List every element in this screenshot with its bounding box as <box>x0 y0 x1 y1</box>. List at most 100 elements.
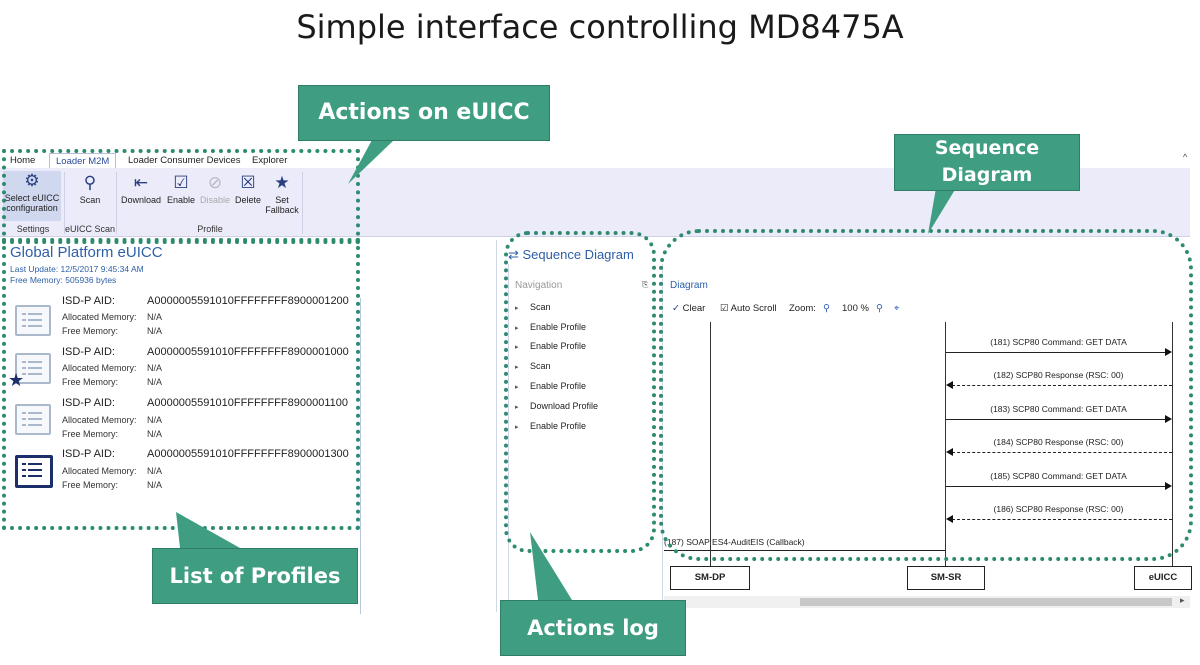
scan-button[interactable]: ⚲ Scan <box>72 173 108 205</box>
aid-label: ISD-P AID: <box>62 448 115 460</box>
allocated-memory-label: Allocated Memory: <box>62 466 137 476</box>
message-arrow <box>952 452 1172 453</box>
nav-item[interactable]: ▸Enable Profile <box>515 341 586 351</box>
disable-icon: ⊘ <box>207 173 223 192</box>
tab-explorer[interactable]: Explorer <box>252 155 288 166</box>
callout-actions-log: Actions log <box>500 600 686 656</box>
message-arrow <box>946 352 1166 353</box>
zoom-out-icon[interactable]: ⚲ <box>823 303 830 314</box>
free-memory-value: N/A <box>147 480 163 490</box>
nav-item[interactable]: ▸Enable Profile <box>515 381 586 391</box>
set-fallback-button[interactable]: ★ Set Fallback <box>264 173 300 215</box>
allocated-memory-label: Allocated Memory: <box>62 415 137 425</box>
expand-icon: ▸ <box>515 325 519 332</box>
zoom-label: Zoom: <box>789 303 816 314</box>
free-memory-value: N/A <box>147 377 163 387</box>
message-label: (181) SCP80 Command: GET DATA <box>990 337 1127 347</box>
clear-button[interactable]: ✓ Clear <box>672 303 705 314</box>
nav-item-label: Enable Profile <box>530 322 587 332</box>
allocated-memory-value: N/A <box>147 363 163 373</box>
collapse-ribbon-icon[interactable]: ^ <box>1183 152 1188 162</box>
enable-label: Enable <box>166 195 196 205</box>
enable-button[interactable]: ☑ Enable <box>165 173 197 205</box>
message-arrow <box>946 419 1166 420</box>
profile-icon-enabled[interactable] <box>15 455 53 488</box>
actor-euicc[interactable]: eUICC <box>1134 566 1192 590</box>
nav-item-label: Scan <box>530 361 551 371</box>
arrow-head-left <box>946 448 953 456</box>
group-separator <box>116 172 117 234</box>
message-label: (186) SCP80 Response (RSC: 00) <box>993 504 1124 514</box>
expand-icon: ▸ <box>515 384 519 391</box>
scroll-right-icon[interactable]: ▸ <box>1180 595 1185 605</box>
navigation-header: Navigation <box>515 280 563 291</box>
allocated-memory-value: N/A <box>147 466 163 476</box>
nav-item-label: Scan <box>530 302 551 312</box>
expand-icon: ▸ <box>515 305 519 312</box>
scan-label: Scan <box>79 195 101 205</box>
tab-home[interactable]: Home <box>10 155 36 166</box>
scrollbar-thumb[interactable] <box>800 598 1172 606</box>
panel-divider <box>360 298 361 614</box>
lifeline-euicc <box>1172 322 1173 566</box>
aid-value: A0000005591010FFFFFFFF8900001100 <box>147 397 348 409</box>
arrow-head-right <box>1165 482 1172 490</box>
tab-loader-m2m[interactable]: Loader M2M <box>49 153 117 169</box>
page-title: Simple interface controlling MD8475A <box>296 8 904 46</box>
aid-label: ISD-P AID: <box>62 397 115 409</box>
checkbox-icon: ☑ <box>173 173 189 192</box>
free-memory-label: Free Memory: <box>62 480 119 490</box>
group-separator <box>64 172 65 234</box>
message-arrow <box>952 385 1172 386</box>
actions-log-highlight <box>504 231 656 553</box>
nav-item[interactable]: ▸ Download Profile <box>515 401 598 411</box>
zoom-fit-icon[interactable]: ⌖ <box>894 303 900 314</box>
actions-highlight <box>2 149 360 244</box>
allocated-memory-value: N/A <box>147 415 163 425</box>
actor-sm-dp[interactable]: SM-DP <box>670 566 750 590</box>
arrow-head-right <box>1165 348 1172 356</box>
panel-border <box>496 240 497 612</box>
tab-loader-consumer-devices[interactable]: Loader Consumer Devices <box>128 155 241 166</box>
set-fallback-label: Set Fallback <box>265 195 299 215</box>
group-label-euicc-scan: eUICC Scan <box>64 224 116 234</box>
download-button[interactable]: ⇤ Download <box>119 173 163 205</box>
search-icon: ⚲ <box>83 173 97 192</box>
profile-icon[interactable] <box>15 353 51 384</box>
profile-icon[interactable] <box>15 305 51 336</box>
disable-label: Disable <box>199 195 230 205</box>
nav-item[interactable]: ▸ Scan <box>515 302 551 312</box>
group-separator <box>302 172 303 234</box>
lifeline-sm-dp <box>710 322 711 566</box>
nav-item[interactable]: ▸ Enable Profile <box>515 421 586 431</box>
select-euicc-configuration-button[interactable]: ⚙ Select eUICC configuration <box>3 171 61 221</box>
nav-border <box>508 264 509 609</box>
aid-value: A0000005591010FFFFFFFF8900001300 <box>147 448 349 460</box>
star-icon: ★ <box>274 173 290 192</box>
zoom-in-icon[interactable]: ⚲ <box>876 303 883 314</box>
download-label: Download <box>120 195 162 205</box>
message-arrow <box>664 550 945 551</box>
expand-icon: ▸ <box>515 424 519 431</box>
pin-icon[interactable]: ⎘ <box>642 280 649 289</box>
clear-label: Clear <box>682 303 706 314</box>
disable-button[interactable]: ⊘ Disable <box>198 173 232 205</box>
message-label: (185) SCP80 Command: GET DATA <box>990 471 1127 481</box>
group-label-profile: Profile <box>197 224 223 234</box>
aid-value: A0000005591010FFFFFFFF8900001000 <box>147 346 349 358</box>
expand-icon: ▸ <box>515 404 519 411</box>
select-euicc-configuration-label: Select eUICC configuration <box>4 193 60 213</box>
nav-item-label: Enable Profile <box>530 421 587 431</box>
free-memory: Free Memory: 505936 bytes <box>10 275 117 285</box>
actor-sm-sr[interactable]: SM-SR <box>907 566 985 590</box>
auto-scroll-checkbox[interactable]: ☑ Auto Scroll <box>720 303 777 314</box>
nav-item-label: Download Profile <box>530 401 599 411</box>
profile-icon[interactable] <box>15 404 51 435</box>
nav-item[interactable]: ▸ Enable Profile <box>515 322 586 332</box>
delete-button[interactable]: ☒ Delete <box>233 173 263 205</box>
delete-icon: ☒ <box>240 173 256 192</box>
checkbox-checked-icon: ☑ <box>720 303 729 314</box>
nav-item[interactable]: ▸Scan <box>515 361 551 371</box>
allocated-memory-label: Allocated Memory: <box>62 312 137 322</box>
allocated-memory-value: N/A <box>147 312 163 322</box>
